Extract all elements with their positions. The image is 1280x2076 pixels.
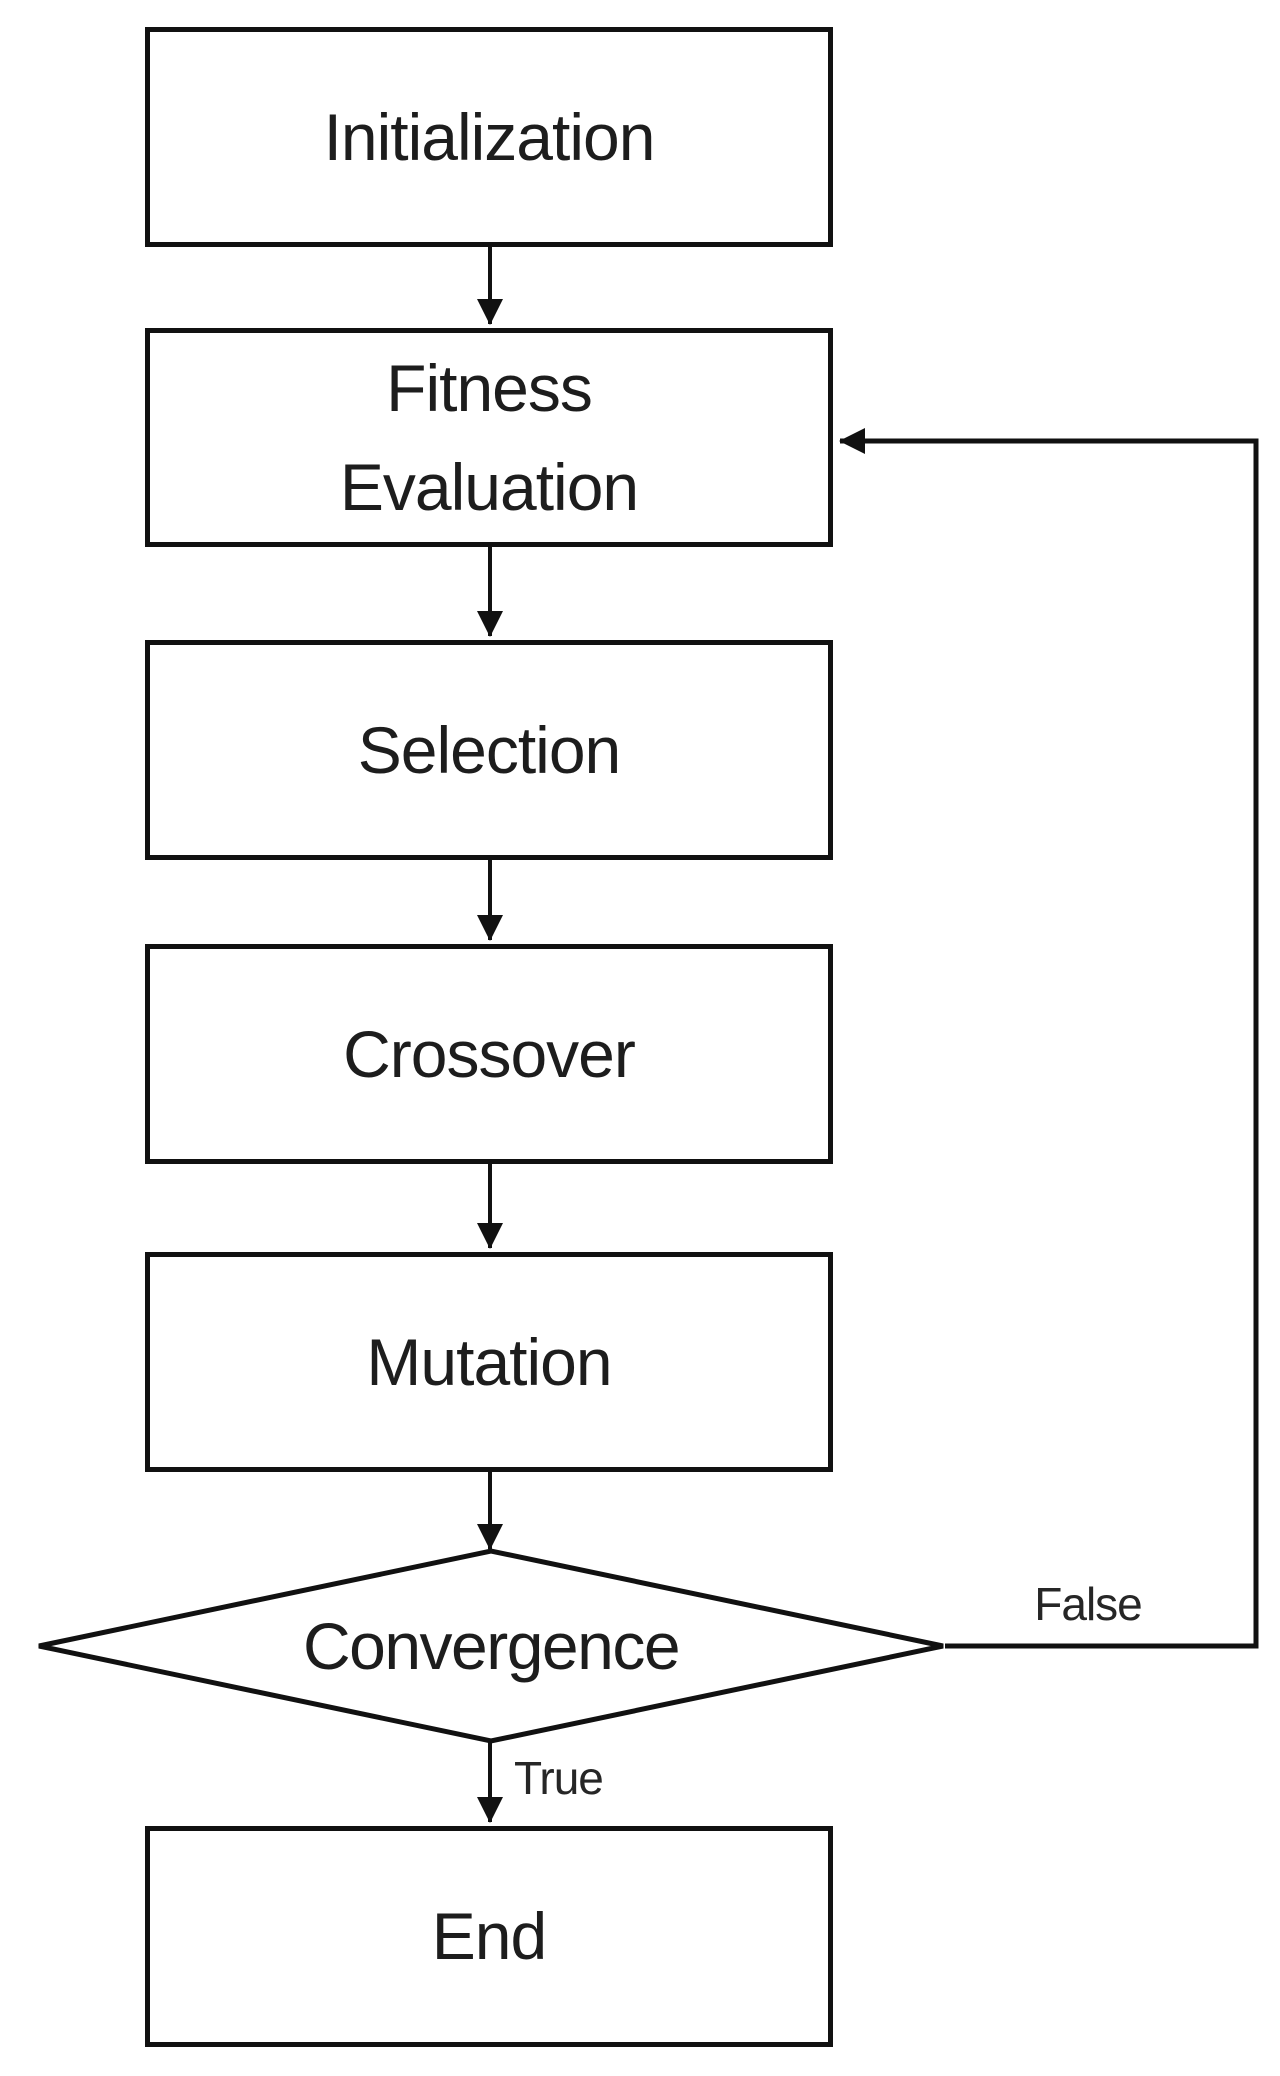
node-initialization: Initialization <box>145 27 833 247</box>
edge-label-true: True <box>514 1752 604 1804</box>
arrow-false-loop-to-fitness <box>839 428 1259 1649</box>
node-convergence-label: Convergence <box>302 1609 681 1683</box>
node-mutation-label: Mutation <box>366 1324 612 1399</box>
decision-diamond-shape <box>38 1548 944 1744</box>
node-fitness-evaluation: Fitness Evaluation <box>145 328 833 547</box>
node-fitness-evaluation-label: Fitness Evaluation <box>339 350 639 524</box>
node-crossover-label: Crossover <box>343 1016 636 1091</box>
node-initialization-label: Initialization <box>323 99 656 174</box>
node-mutation: Mutation <box>145 1252 833 1472</box>
node-end-label: End <box>431 1899 547 1973</box>
node-selection-label: Selection <box>357 712 622 787</box>
node-end: End <box>145 1826 833 2047</box>
node-crossover: Crossover <box>145 944 833 1164</box>
edge-label-false: False <box>1034 1578 1142 1630</box>
node-selection: Selection <box>145 640 833 860</box>
